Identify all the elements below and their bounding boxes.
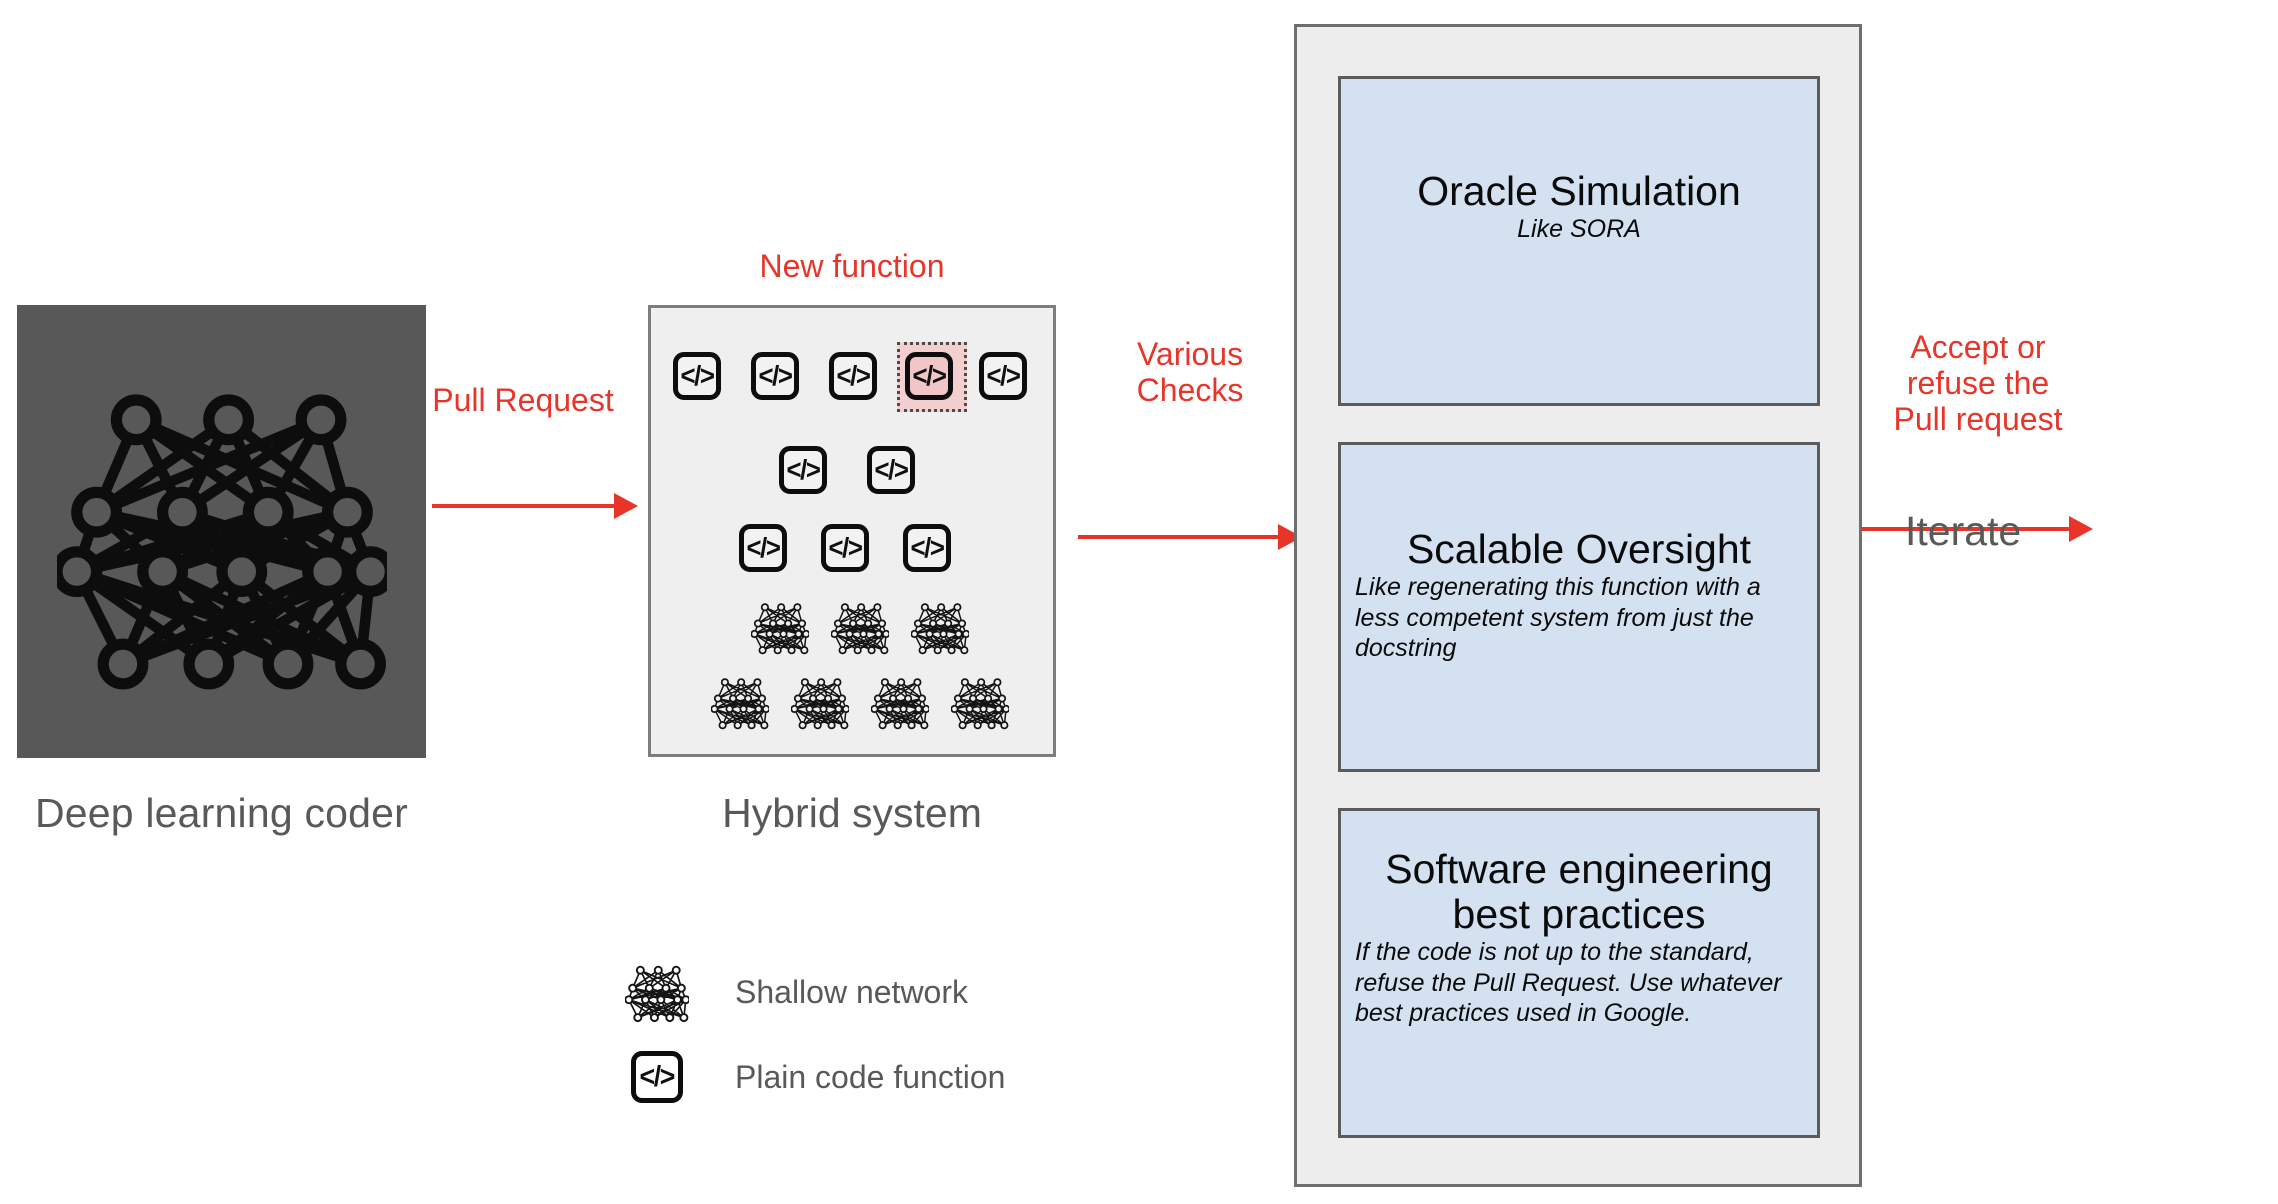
code-glyph: </> [746, 532, 780, 563]
code-function-box[interactable]: </> [779, 446, 827, 494]
shallow-network-icon [831, 603, 889, 655]
various-checks-arrow-label: Various Checks [1090, 336, 1290, 409]
check-card-scalable-oversight: Scalable Oversight Like regenerating thi… [1338, 442, 1820, 772]
card-title: Scalable Oversight [1406, 526, 1752, 572]
check-card-oracle-simulation: Oracle Simulation Like SORA [1338, 76, 1820, 406]
code-glyph: </> [680, 360, 714, 391]
code-function-box-new[interactable]: </> [905, 352, 953, 400]
code-function-box[interactable]: </> [751, 352, 799, 400]
card-title: Oracle Simulation [1417, 168, 1741, 214]
code-glyph: </> [786, 454, 820, 485]
code-glyph: </> [986, 360, 1020, 391]
shallow-network-icon [751, 603, 809, 655]
code-function-box[interactable]: </> [829, 352, 877, 400]
code-function-box[interactable]: </> [673, 352, 721, 400]
hybrid-system-panel: </> </> </> </> </> </> </> </> </> </> [648, 305, 1056, 757]
code-function-box[interactable]: </> [821, 524, 869, 572]
code-glyph: </> [910, 532, 944, 563]
deep-neural-network-icon [56, 393, 387, 689]
accept-refuse-arrow-label: Accept or refuse the Pull request [1868, 329, 2088, 437]
code-glyph: </> [828, 532, 862, 563]
shallow-network-icon [625, 965, 689, 1023]
card-subtitle: Like regenerating this function with a l… [1355, 573, 1761, 663]
code-function-box[interactable]: </> [739, 524, 787, 572]
code-glyph: </> [836, 360, 870, 391]
pull-request-arrow-head [614, 493, 638, 519]
various-checks-arrow-line [1078, 535, 1278, 539]
card-subtitle: Like SORA [1517, 215, 1641, 244]
deep-learning-coder-panel [17, 305, 426, 758]
shallow-network-icon [711, 678, 769, 730]
code-glyph: </> [758, 360, 792, 391]
various-checks-line2: Checks [1136, 371, 1244, 408]
check-card-software-engineering: Software engineering best practices If t… [1338, 808, 1820, 1138]
hybrid-system-caption: Hybrid system [722, 790, 982, 836]
pull-request-arrow-line [432, 504, 614, 508]
shallow-network-icon [911, 603, 969, 655]
code-glyph: </> [874, 454, 908, 485]
shallow-network-icon [951, 678, 1009, 730]
card-subtitle: If the code is not up to the standard, r… [1355, 938, 1782, 1028]
various-checks-line1: Various [1136, 336, 1244, 372]
code-function-box[interactable]: </> [867, 446, 915, 494]
shallow-network-icon [871, 678, 929, 730]
card-title: Software engineering best practices [1385, 846, 1773, 938]
iterate-output-label: Iterate [1905, 508, 2022, 554]
deep-learning-coder-caption: Deep learning coder [34, 790, 409, 836]
code-function-icon: </> [631, 1051, 683, 1103]
new-function-label: New function [759, 248, 945, 284]
code-glyph: </> [912, 360, 946, 391]
legend-item-shallow-network: Shallow network [625, 960, 968, 1024]
accept-refuse-arrow-line [1862, 527, 2069, 531]
legend-label: Shallow network [735, 973, 968, 1010]
pull-request-arrow-label: Pull Request [432, 382, 614, 418]
code-function-box[interactable]: </> [979, 352, 1027, 400]
accept-refuse-line2: refuse the [1906, 364, 2050, 401]
code-function-box[interactable]: </> [903, 524, 951, 572]
accept-refuse-arrow-head [2069, 516, 2093, 542]
shallow-network-icon [791, 678, 849, 730]
legend-label: Plain code function [735, 1058, 1006, 1095]
code-glyph: </> [639, 1060, 676, 1093]
accept-refuse-line1: Accept or [1910, 329, 2046, 365]
accept-refuse-line3: Pull request [1893, 400, 2063, 437]
legend-item-plain-code-function: </> Plain code function [625, 1045, 1005, 1109]
